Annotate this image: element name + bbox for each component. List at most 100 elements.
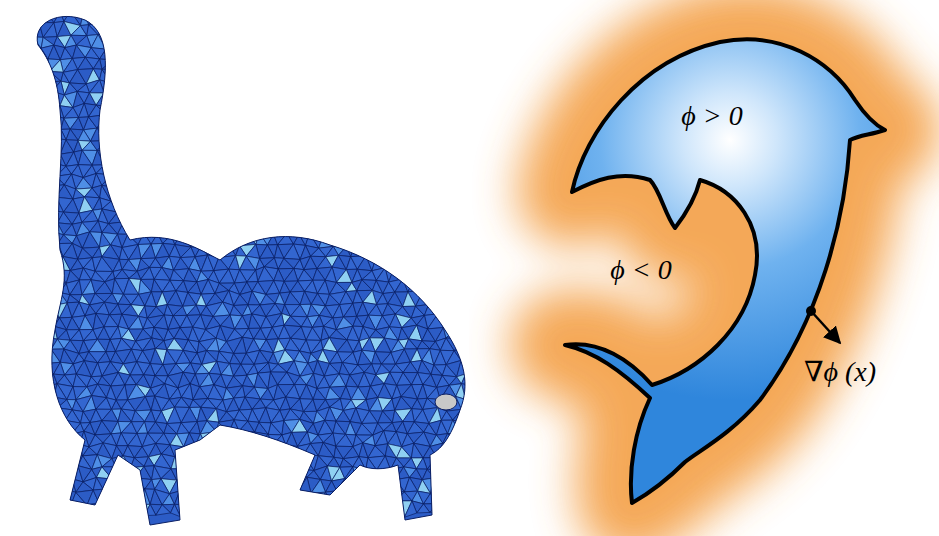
mesh-triangle [33,82,44,93]
mesh-triangle [496,267,506,282]
mesh-triangle [52,106,64,119]
mesh-triangle [343,151,360,163]
mesh-triangle [337,0,349,11]
mesh-triangle [460,256,475,269]
mesh-triangle [228,127,242,140]
mesh-triangle [238,48,251,58]
mesh-triangle [238,10,252,22]
mesh-triangle [169,245,180,258]
mesh-triangle [216,11,227,25]
mesh-triangle [103,0,116,9]
mesh-triangle [47,186,56,197]
mesh-triangle [186,131,202,139]
mesh-triangle [409,25,424,37]
mesh-triangle [252,83,266,95]
mesh-triangle [197,22,209,37]
mesh-triangle [495,223,509,236]
mesh-triangle [443,61,455,70]
mesh-triangle [304,0,321,13]
mesh-triangle [106,107,117,116]
mesh-triangle [12,70,25,82]
mesh-triangle [131,45,141,58]
mesh-triangle [229,104,239,116]
mesh-triangle [331,141,343,152]
mesh-triangle [0,236,13,247]
mesh-triangle [18,47,32,58]
mesh-triangle [18,282,33,290]
mesh-triangle [392,139,402,153]
mesh-triangle [268,198,278,211]
mesh-triangle [378,188,388,200]
mesh-triangle [119,129,131,142]
mesh-triangle [4,83,21,92]
mesh-triangle [5,236,21,247]
mesh-triangle [18,258,32,271]
mesh-triangle [350,174,362,189]
mesh-triangle [401,257,415,267]
mesh-triangle [164,153,175,166]
mesh-triangle [135,185,152,201]
mesh-triangle [18,57,32,70]
mesh-triangle [46,232,58,248]
mesh-triangle [467,154,481,165]
mesh-triangle [306,116,320,129]
mesh-triangle [362,12,378,25]
mesh-triangle [505,91,521,103]
mesh-triangle [463,33,473,48]
mesh-triangle [274,245,283,259]
mesh-triangle [416,188,430,201]
mesh-triangle [495,185,508,200]
mesh-triangle [516,44,529,59]
mesh-triangle [463,22,473,35]
mesh-triangle [304,9,321,24]
mesh-triangle [479,270,496,282]
mesh-triangle [392,70,401,81]
mesh-triangle [52,129,66,139]
mesh-triangle [175,107,187,117]
mesh-triangle [441,107,454,115]
mesh-triangle [386,80,397,92]
mesh-triangle [149,221,163,233]
mesh-triangle [327,208,336,223]
mesh-triangle [13,83,25,92]
mesh-triangle [454,46,467,61]
mesh-triangle [106,46,116,60]
mesh-triangle [171,175,179,188]
mesh-triangle [7,105,18,115]
mesh-triangle [187,104,203,119]
mesh-triangle [454,0,469,9]
mesh-triangle [249,150,259,162]
mesh-triangle [39,82,52,93]
mesh-triangle [425,36,434,47]
mesh-triangle [207,69,220,81]
mesh-triangle [278,198,295,209]
mesh-triangle [399,198,412,212]
mesh-triangle [479,279,496,294]
mesh-triangle [363,234,377,248]
mesh-triangle [346,220,357,233]
mesh-triangle [499,175,515,185]
mesh-triangle [208,209,223,223]
mesh-triangle [356,211,371,224]
mesh-triangle [197,0,210,10]
mesh-triangle [482,0,493,13]
mesh-triangle [79,103,89,117]
mesh-triangle [110,107,125,116]
mesh-triangle [209,81,219,95]
mesh-triangle [456,255,469,269]
mesh-triangle [299,221,309,234]
mesh-triangle [340,12,351,25]
mesh-triangle [241,187,253,199]
mesh-triangle [357,11,373,26]
mesh-triangle [117,59,129,72]
mesh-triangle [4,280,18,295]
mesh-triangle [201,232,214,246]
mesh-triangle [489,258,500,270]
mesh-triangle [190,150,200,164]
mesh-triangle [33,190,48,199]
mesh-triangle [489,33,503,45]
mesh-triangle [279,34,290,48]
mesh-triangle [415,258,429,271]
mesh-triangle [440,23,455,35]
mesh-triangle [106,115,117,128]
